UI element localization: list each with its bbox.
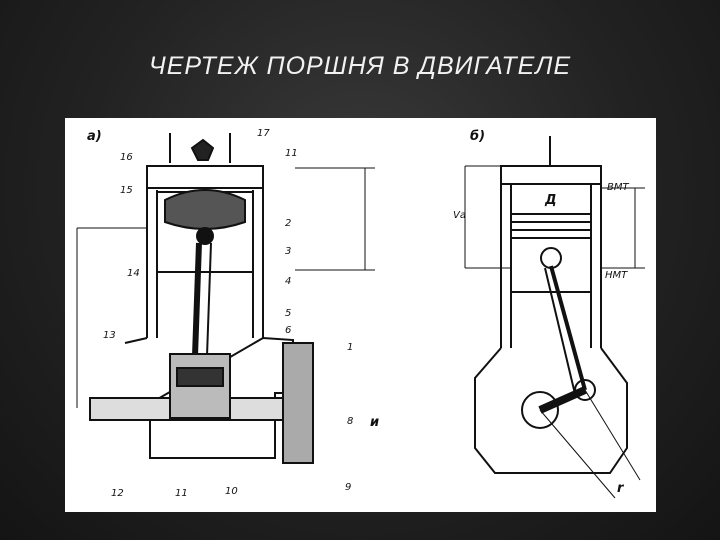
side-mark: и [370,415,379,430]
crank-radius-label: r [617,481,625,496]
part-12: 12 [111,488,124,499]
part-17: 17 [257,128,270,139]
part-11-bottom: 11 [175,488,188,499]
tdc-label: ВМТ [607,182,629,193]
part-16: 16 [120,152,133,163]
part-15: 15 [120,185,133,196]
part-13: 13 [103,330,116,341]
part-6: 6 [285,325,291,336]
panel-a-label: а) [87,129,102,144]
part-5: 5 [285,308,291,319]
panel-b-label: б) [470,129,485,144]
part-1: 1 [347,342,353,353]
part-4: 4 [285,276,291,287]
part-14: 14 [127,268,140,279]
part-9: 9 [345,482,351,493]
bore-label: Д [544,193,557,208]
part-10: 10 [225,486,238,497]
part-8: 8 [347,416,353,427]
stroke-label: Vа [453,210,466,221]
part-3: 3 [285,246,291,257]
part-2: 2 [285,218,291,229]
engine-schematic: а) 16 17 11 15 2 3 4 14 5 6 13 1 8 и 12 … [76,128,645,499]
slide-title: ЧЕРТЕЖ ПОРШНЯ В ДВИГАТЕЛЕ [148,52,572,80]
piston-engine-drawing: а) 16 17 11 15 2 3 4 14 5 6 13 1 8 и 12 … [65,118,656,512]
part-11: 11 [285,148,298,159]
bdc-label: НМТ [605,270,628,281]
